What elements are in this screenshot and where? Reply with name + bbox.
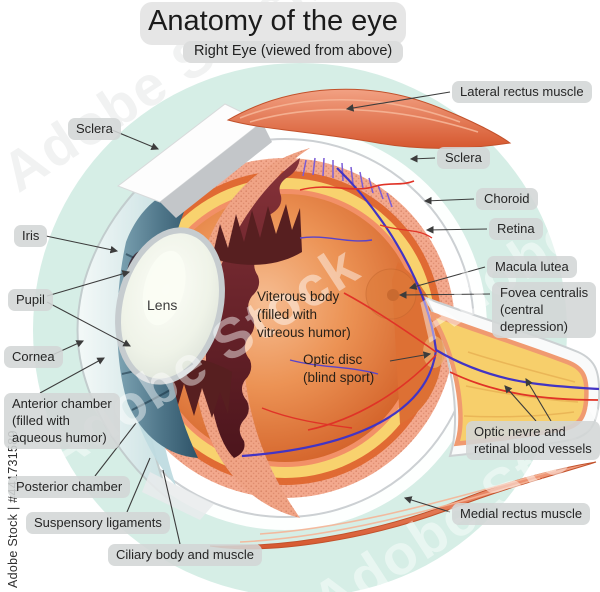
label-optic-disc: Optic disc (blind sport) xyxy=(303,352,375,386)
label-suspensory-ligaments: Suspensory ligaments xyxy=(26,512,170,535)
label-vitreous-body: Viterous body (filled with vitreous humo… xyxy=(257,289,351,341)
label-lateral-rectus: Lateral rectus muscle xyxy=(452,81,592,104)
extraocular-muscles xyxy=(209,88,597,550)
label-sclera-right: Sclera xyxy=(437,147,490,170)
leader-lines xyxy=(39,91,552,545)
page-title: Anatomy of the eye xyxy=(140,2,406,45)
label-iris: Iris xyxy=(14,225,48,248)
label-optic-nerve: Optic nevre and retinal blood vessels xyxy=(466,421,600,461)
label-choroid: Choroid xyxy=(476,188,538,211)
label-ciliary-body: Ciliary body and muscle xyxy=(108,544,263,567)
page-subtitle: Right Eye (viewed from above) xyxy=(183,41,404,63)
blood-vessels xyxy=(241,167,600,458)
label-fovea-centralis: Fovea centralis (central depression) xyxy=(492,282,597,339)
label-lens: Lens xyxy=(147,297,178,313)
label-macula-lutea: Macula lutea xyxy=(487,256,577,279)
optic-disc-shape xyxy=(423,336,445,368)
medial-rectus-shape xyxy=(209,461,597,550)
sclera-cut-bottom xyxy=(142,472,214,520)
label-anterior-chamber: Anterior chamber (filled with aqueous hu… xyxy=(4,393,120,450)
macula-shape xyxy=(365,268,417,320)
label-cornea: Cornea xyxy=(4,346,63,369)
label-pupil: Pupil xyxy=(8,289,53,312)
label-sclera-left: Sclera xyxy=(68,118,121,141)
lateral-rectus-shape xyxy=(226,88,512,149)
zonule-hatch-lines xyxy=(302,157,393,208)
label-retina: Retina xyxy=(489,218,543,241)
lens-shape xyxy=(115,227,225,385)
label-posterior-chamber: Posterior chamber xyxy=(8,476,131,499)
label-medial-rectus: Medial rectus muscle xyxy=(452,503,591,526)
